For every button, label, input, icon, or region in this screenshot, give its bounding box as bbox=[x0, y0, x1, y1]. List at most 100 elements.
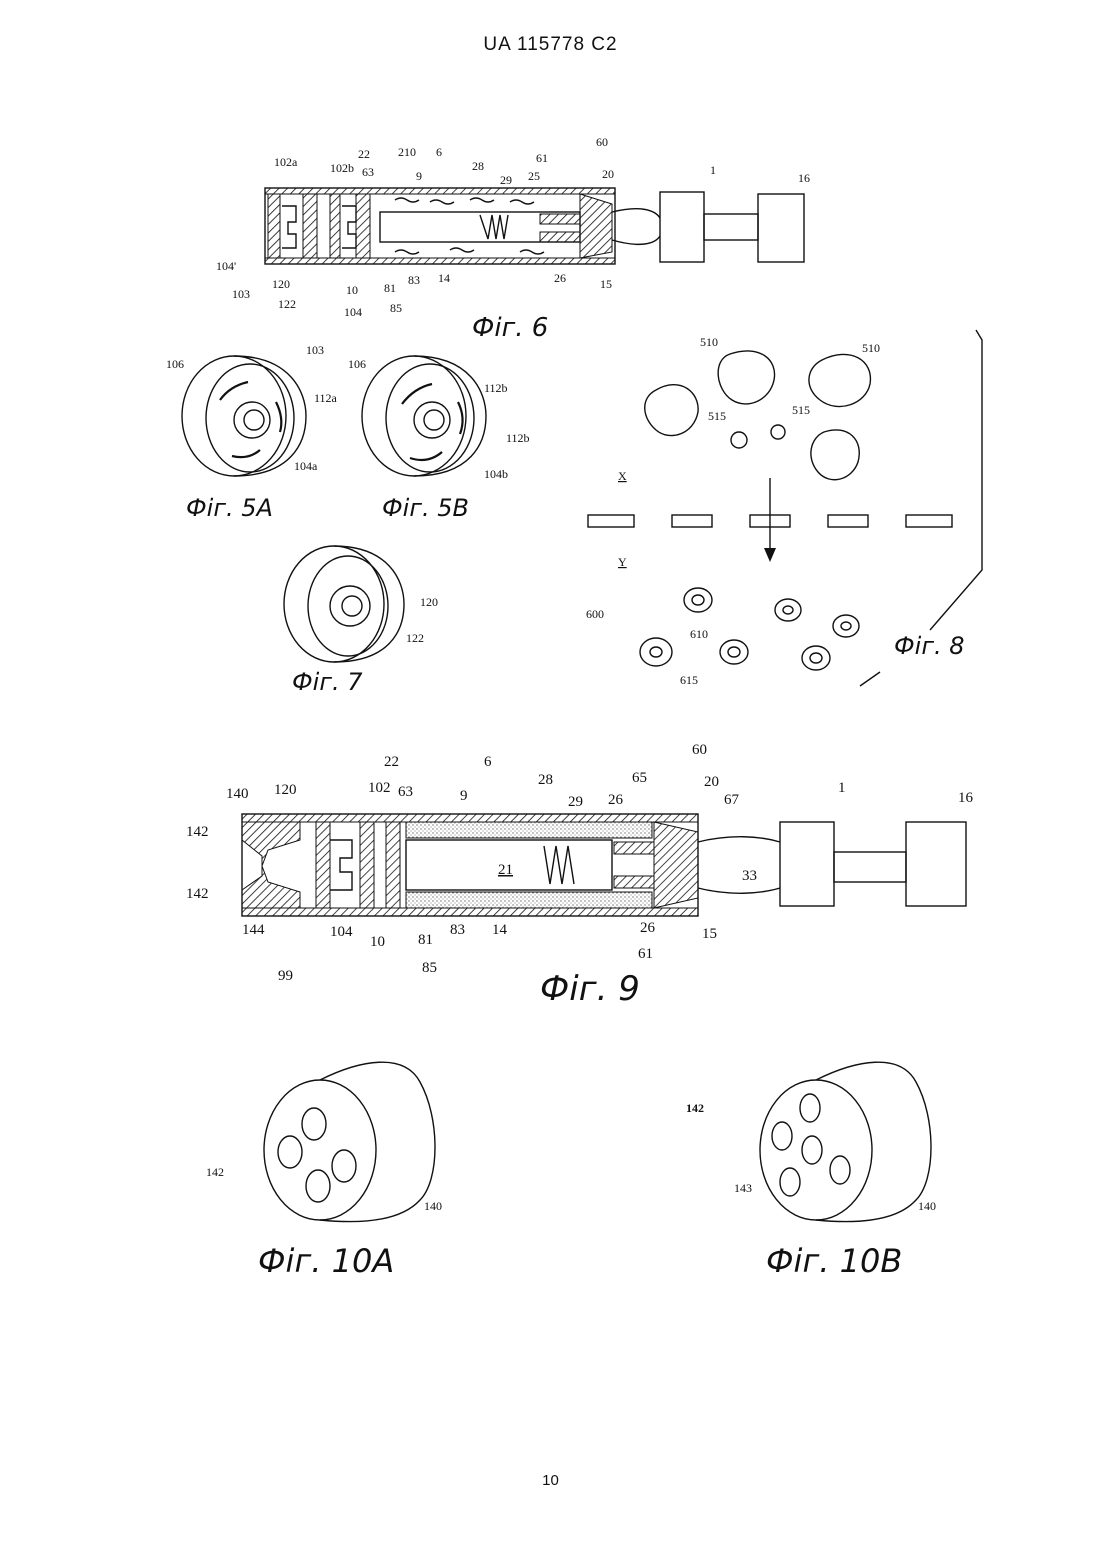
figure-10a: 142 140 Фіг. 10A bbox=[206, 1062, 442, 1280]
fig9-caption: Фіг. 9 bbox=[540, 969, 640, 1009]
figure-9: 140 120 102 63 22 6 9 28 29 26 65 60 20 … bbox=[186, 742, 974, 1009]
fig10a-label: 140 bbox=[424, 1199, 442, 1213]
fig9-label: 16 bbox=[958, 790, 974, 806]
fig9-label: 140 bbox=[226, 786, 249, 802]
fig6-label: 10 bbox=[346, 283, 358, 297]
fig9-label: 10 bbox=[370, 934, 385, 950]
fig6-label: 25 bbox=[528, 169, 540, 183]
fig9-label: 102 bbox=[368, 780, 391, 796]
fig7-label: 120 bbox=[420, 595, 438, 609]
fig6-caption: Фіг. 6 bbox=[472, 313, 548, 343]
fig8-label: Y bbox=[618, 555, 627, 569]
fig9-label: 29 bbox=[568, 794, 583, 810]
fig10a-caption: Фіг. 10A bbox=[258, 1242, 394, 1280]
page-number: 10 bbox=[0, 1472, 1101, 1489]
fig5b-label: 106 bbox=[348, 357, 366, 371]
fig9-label: 142 bbox=[186, 886, 209, 902]
fig5b-caption: Фіг. 5B bbox=[382, 494, 469, 522]
fig5b-label: 112b bbox=[506, 431, 530, 445]
fig9-label: 15 bbox=[702, 926, 717, 942]
fig8-caption: Фіг. 8 bbox=[894, 632, 964, 660]
fig7-caption: Фіг. 7 bbox=[292, 668, 363, 696]
fig10a-label: 142 bbox=[206, 1165, 224, 1179]
fig6-label: 104 bbox=[344, 305, 362, 319]
fig10b-caption: Фіг. 10B bbox=[766, 1242, 902, 1280]
fig8-label: 600 bbox=[586, 607, 604, 621]
fig10b-label: 143 bbox=[734, 1181, 752, 1195]
fig9-label: 26 bbox=[608, 792, 624, 808]
fig6-label: 22 bbox=[358, 147, 370, 161]
fig10b-label: 140 bbox=[918, 1199, 936, 1213]
fig6-label: 102a bbox=[274, 155, 298, 169]
fig6-label: 104' bbox=[216, 259, 236, 273]
figure-6: 102a 22 210 6 28 29 25 61 60 1 16 102b 6… bbox=[216, 135, 810, 343]
fig9-label: 61 bbox=[638, 946, 653, 962]
fig9-battery bbox=[780, 822, 834, 906]
fig9-label: 6 bbox=[484, 754, 492, 770]
fig9-label: 104 bbox=[330, 924, 353, 940]
fig6-label: 61 bbox=[536, 151, 548, 165]
fig10b-label: 142 bbox=[686, 1101, 704, 1115]
fig6-label: 20 bbox=[602, 167, 614, 181]
fig6-label: 28 bbox=[472, 159, 484, 173]
fig9-label: 144 bbox=[242, 922, 265, 938]
fig6-label: 102b bbox=[330, 161, 354, 175]
fig9-label: 1 bbox=[838, 780, 846, 796]
fig9-label: 9 bbox=[460, 788, 468, 804]
fig9-label: 120 bbox=[274, 782, 297, 798]
fig5b-label: 104b bbox=[484, 467, 508, 481]
fig6-controller bbox=[758, 194, 804, 262]
fig9-label: 20 bbox=[704, 774, 719, 790]
fig6-label: 210 bbox=[398, 145, 416, 159]
fig6-label: 9 bbox=[416, 169, 422, 183]
fig5a-label: 112a bbox=[314, 391, 338, 405]
fig9-label: 60 bbox=[692, 742, 707, 758]
fig9-label: 142 bbox=[186, 824, 209, 840]
figure-8: 510 510 515 515 X Y 600 610 615 Фіг. 8 bbox=[586, 330, 982, 687]
fig6-label: 6 bbox=[436, 145, 442, 159]
fig9-label: 67 bbox=[724, 792, 740, 808]
figure-7: 120 122 Фіг. 7 bbox=[284, 546, 438, 696]
fig9-controller bbox=[906, 822, 966, 906]
fig7-label: 122 bbox=[406, 631, 424, 645]
fig8-label: 510 bbox=[862, 341, 880, 355]
fig6-label: 1 bbox=[710, 163, 716, 177]
figure-5a: 106 103 112a 104a Фіг. 5A bbox=[166, 343, 338, 522]
fig6-label: 63 bbox=[362, 165, 374, 179]
fig8-label: 610 bbox=[690, 627, 708, 641]
fig6-label: 29 bbox=[500, 173, 512, 187]
fig6-label: 14 bbox=[438, 271, 450, 285]
fig9-label: 63 bbox=[398, 784, 413, 800]
fig9-label: 81 bbox=[418, 932, 433, 948]
fig9-label: 33 bbox=[742, 868, 757, 884]
fig6-label: 16 bbox=[798, 171, 810, 185]
fig9-label: 85 bbox=[422, 960, 437, 976]
fig9-label: 22 bbox=[384, 754, 399, 770]
fig8-label: 510 bbox=[700, 335, 718, 349]
fig6-label: 85 bbox=[390, 301, 402, 315]
figure-5b: 106 112b 112b 104b Фіг. 5B bbox=[348, 356, 530, 522]
fig9-label: 21 bbox=[498, 862, 513, 878]
fig8-label: 515 bbox=[792, 403, 810, 417]
fig5a-caption: Фіг. 5A bbox=[186, 494, 273, 522]
fig9-label: 28 bbox=[538, 772, 553, 788]
fig6-label: 120 bbox=[272, 277, 290, 291]
fig6-label: 103 bbox=[232, 287, 250, 301]
fig5a-label: 104a bbox=[294, 459, 318, 473]
figure-10b: 142 143 140 Фіг. 10B bbox=[686, 1062, 936, 1280]
fig6-label: 26 bbox=[554, 271, 566, 285]
fig6-label: 60 bbox=[596, 135, 608, 149]
fig6-label: 122 bbox=[278, 297, 296, 311]
fig5b-label: 112b bbox=[484, 381, 508, 395]
fig8-label: 515 bbox=[708, 409, 726, 423]
fig9-label: 14 bbox=[492, 922, 508, 938]
fig8-label: X bbox=[618, 469, 627, 483]
fig6-label: 15 bbox=[600, 277, 612, 291]
fig6-label: 83 bbox=[408, 273, 420, 287]
fig9-label: 83 bbox=[450, 922, 465, 938]
fig9-label: 26 bbox=[640, 920, 656, 936]
fig5a-label: 106 bbox=[166, 357, 184, 371]
fig9-label: 99 bbox=[278, 968, 293, 984]
fig8-label: 615 bbox=[680, 673, 698, 687]
